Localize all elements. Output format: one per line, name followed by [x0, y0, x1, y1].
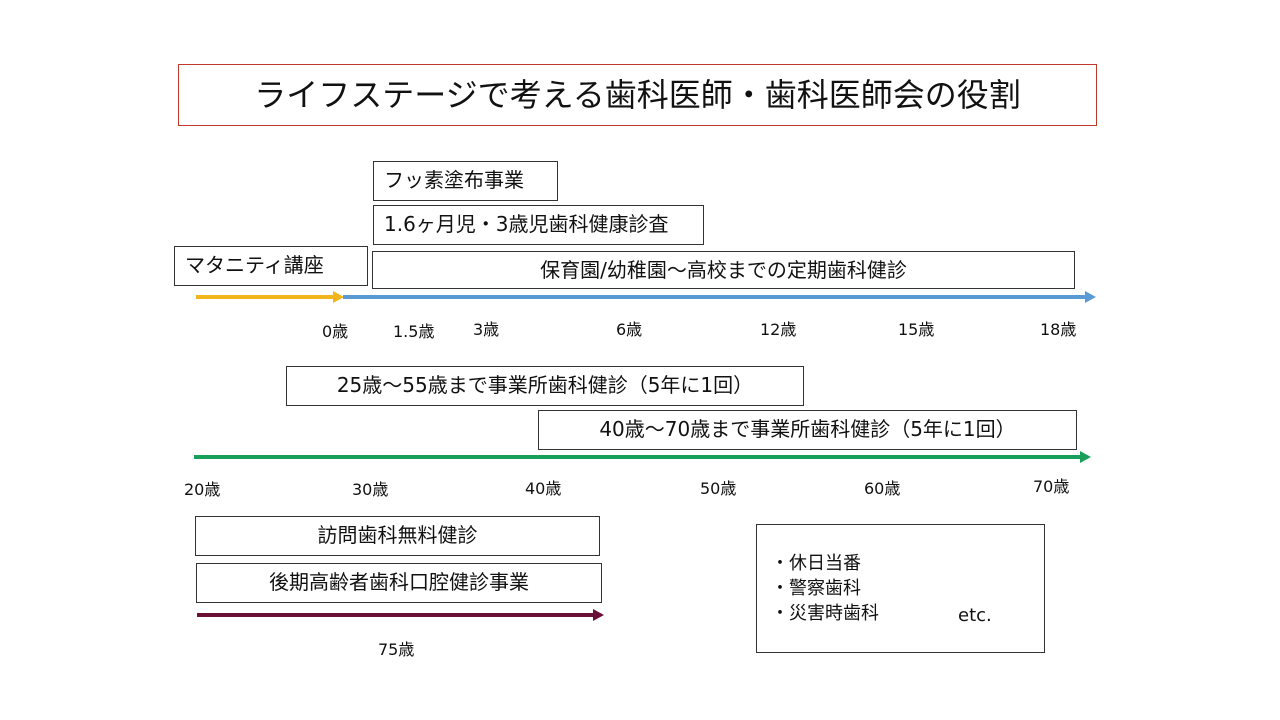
- fluoride-program-box: フッ素塗布事業: [373, 161, 558, 201]
- school-checkup-box: 保育園/幼稚園～高校までの定期歯科健診: [372, 251, 1075, 289]
- axis-label-20: 20歳: [184, 480, 221, 499]
- axis-label-0: 0歳: [322, 322, 349, 341]
- axis-label-12: 12歳: [760, 320, 797, 339]
- home-visit-checkup-box: 訪問歯科無料健診: [195, 516, 600, 556]
- other-roles-box: ・休日当番 ・警察歯科 ・災害時歯科 etc.: [756, 524, 1045, 653]
- late-elderly-checkup-box: 後期高齢者歯科口腔健診事業: [196, 563, 602, 603]
- elderly-timeline-arrow: [197, 609, 604, 621]
- axis-label-30: 30歳: [352, 480, 389, 499]
- other-role-police-dentistry: ・警察歯科: [771, 578, 861, 599]
- child-timeline-arrow: [343, 291, 1096, 303]
- infant-checkup-box: 1.6ヶ月児・3歳児歯科健康診査: [373, 205, 704, 245]
- adult-timeline-arrow: [194, 451, 1091, 463]
- other-role-holiday-duty: ・休日当番: [771, 553, 861, 574]
- page-title: ライフステージで考える歯科医師・歯科医師会の役割: [178, 64, 1097, 126]
- prenatal-timeline-arrow: [196, 291, 344, 303]
- axis-label-70: 70歳: [1033, 477, 1070, 496]
- other-roles-etc: etc.: [958, 605, 992, 626]
- axis-label-3: 3歳: [473, 320, 500, 339]
- axis-label-60: 60歳: [864, 479, 901, 498]
- maternity-class-box: マタニティ講座: [174, 246, 368, 286]
- workplace-checkup-25-55-box: 25歳～55歳まで事業所歯科健診（5年に1回）: [286, 366, 804, 406]
- other-role-disaster-dentistry: ・災害時歯科: [771, 603, 879, 624]
- axis-label-40: 40歳: [525, 479, 562, 498]
- axis-label-1-5: 1.5歳: [393, 322, 435, 341]
- workplace-checkup-40-70-box: 40歳～70歳まで事業所歯科健診（5年に1回）: [538, 410, 1077, 450]
- axis-label-75: 75歳: [378, 640, 415, 659]
- axis-label-18: 18歳: [1040, 320, 1077, 339]
- axis-label-6: 6歳: [616, 320, 643, 339]
- axis-label-15: 15歳: [898, 320, 935, 339]
- axis-label-50: 50歳: [700, 479, 737, 498]
